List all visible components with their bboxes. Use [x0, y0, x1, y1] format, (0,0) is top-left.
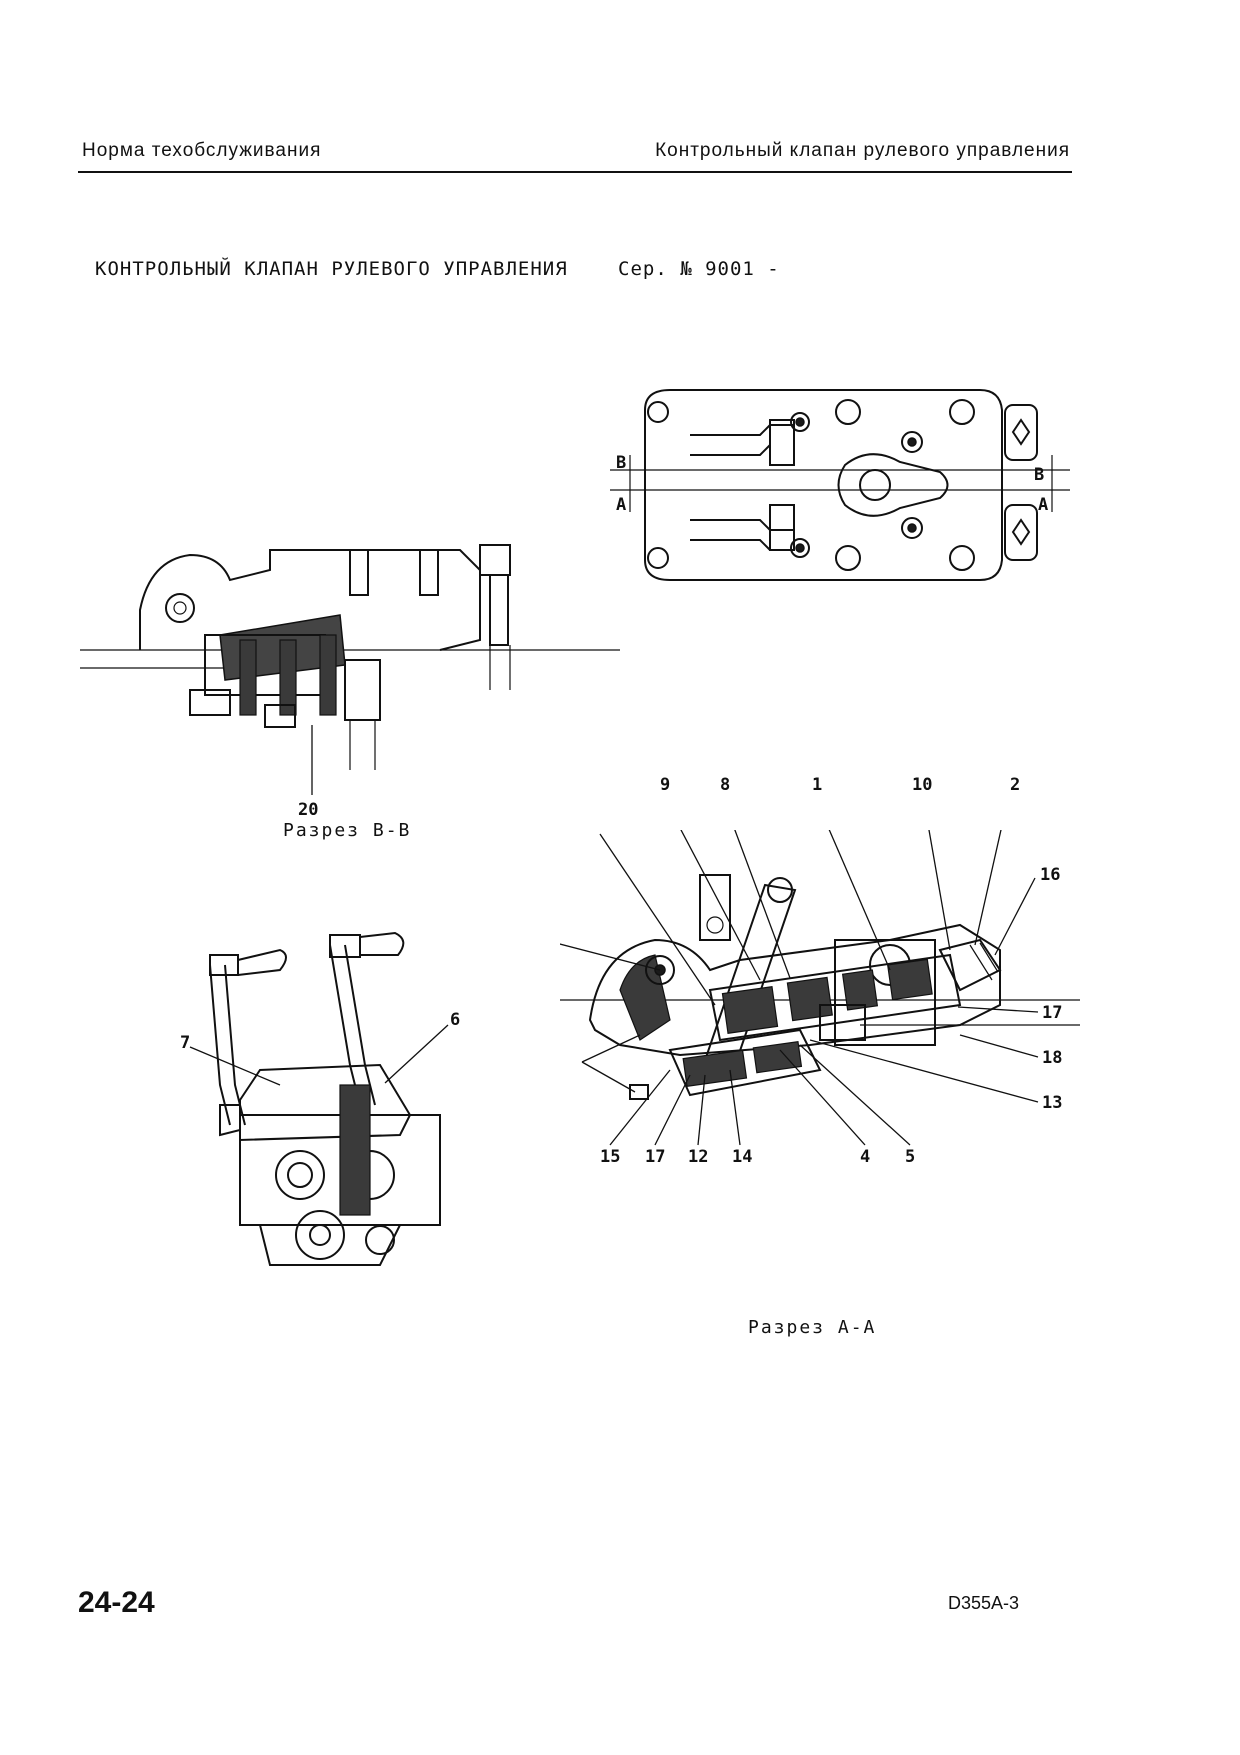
part-label-7: 7 — [180, 1033, 190, 1053]
part-label-1: 1 — [812, 775, 822, 795]
part-label-3: 3 — [590, 830, 600, 835]
section-mark-b-right: B — [1034, 465, 1044, 485]
part-label-12: 12 — [688, 1147, 708, 1167]
part-label-17-bottom: 17 — [645, 1147, 665, 1167]
section-mark-b-left: B — [616, 453, 626, 473]
part-label-10: 10 — [912, 775, 932, 795]
section-bb-drawing: 20 — [80, 544, 620, 820]
page-number: 24-24 — [78, 1586, 155, 1619]
header-section-title: Норма техобслуживания — [82, 140, 322, 161]
part-label-13: 13 — [1042, 1093, 1062, 1113]
part-label-18: 18 — [1042, 1048, 1062, 1068]
section-aa-top-labels: 9 8 1 10 2 — [660, 775, 1020, 795]
part-label-8: 8 — [720, 775, 730, 795]
part-label-20: 20 — [298, 800, 318, 820]
part-label-5: 5 — [905, 1147, 915, 1167]
section-mark-a-right: A — [1038, 495, 1048, 515]
part-label-4: 4 — [860, 1147, 870, 1167]
serial-number: Сер. № 9001 - — [618, 258, 780, 280]
part-label-14: 14 — [732, 1147, 752, 1167]
document-title: КОНТРОЛЬНЫЙ КЛАПАН РУЛЕВОГО УПРАВЛЕНИЯ — [95, 258, 568, 280]
part-label-2: 2 — [1010, 775, 1020, 795]
header-rule — [78, 171, 1072, 173]
part-label-16: 16 — [1040, 865, 1060, 885]
part-label-17-right: 17 — [1042, 1003, 1062, 1023]
section-bb-caption: Разрез B-B — [283, 820, 412, 841]
part-label-9: 9 — [660, 775, 670, 795]
header-chapter-title: Контрольный клапан рулевого управления — [655, 140, 1070, 161]
linkage-view-drawing: 7 6 — [180, 931, 460, 1266]
section-aa-drawing: 3 11 16 17 18 13 19 15 17 12 14 4 5 — [560, 830, 1080, 1167]
part-label-15: 15 — [600, 1147, 620, 1167]
section-mark-a-left: A — [616, 495, 626, 515]
top-view-drawing: B A B A — [610, 389, 1070, 581]
section-aa-caption: Разрез A-A — [748, 1317, 877, 1338]
part-label-6: 6 — [450, 1010, 460, 1030]
model-code: D355A-3 — [948, 1593, 1020, 1613]
